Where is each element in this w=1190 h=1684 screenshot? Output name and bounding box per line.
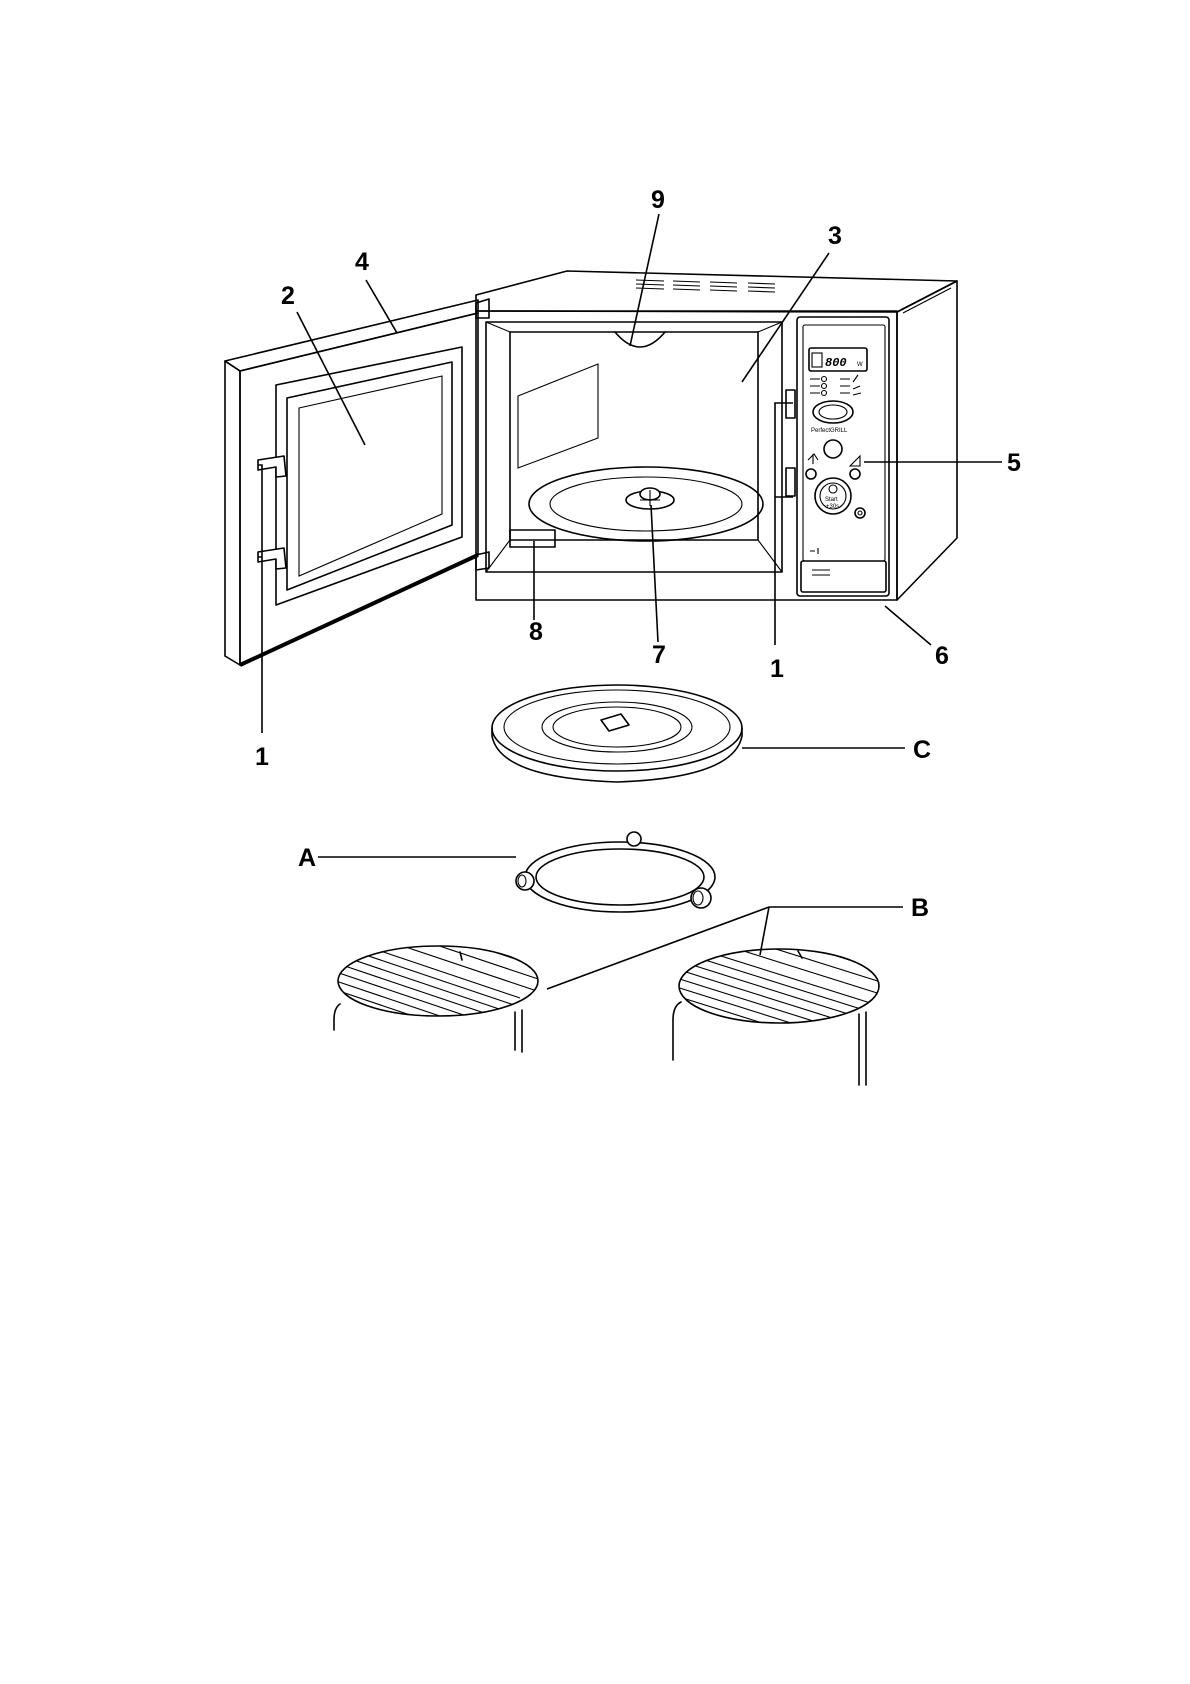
leader-6 — [885, 606, 931, 645]
callout-B: B — [911, 894, 929, 922]
defrost-icon — [808, 454, 818, 464]
lcd-unit: W — [857, 362, 863, 368]
callout-4: 4 — [355, 248, 369, 276]
stop-button[interactable] — [855, 508, 865, 518]
callout-7: 7 — [652, 641, 666, 669]
oven-lamp — [615, 332, 665, 347]
callout-C: C — [913, 736, 931, 764]
grill-rack-right — [670, 913, 910, 1085]
callout-8: 8 — [529, 618, 543, 646]
oven-cavity — [486, 322, 782, 572]
leader-1-left — [258, 465, 262, 733]
rating-plate — [510, 530, 555, 547]
glass-turntable — [492, 685, 742, 782]
leader-9 — [630, 214, 659, 346]
door-release-button[interactable] — [801, 561, 886, 592]
callout-A: A — [298, 844, 316, 872]
child-lock-icon — [810, 548, 818, 554]
door-window — [287, 362, 452, 590]
callout-9: 9 — [651, 186, 665, 214]
defrost-button[interactable] — [806, 469, 816, 479]
brand-text: PerfectGRILL — [811, 428, 848, 434]
leader-4 — [366, 280, 397, 333]
weight-button[interactable] — [850, 469, 860, 479]
roller-ring — [516, 832, 715, 912]
leader-7 — [651, 505, 658, 642]
lcd-value: 800 — [825, 356, 847, 370]
microwave-door — [225, 300, 478, 665]
leader-lines — [258, 214, 1002, 989]
top-vents — [636, 280, 775, 292]
start-label: Start — [825, 497, 838, 503]
start-sublabel: +30s — [826, 504, 839, 510]
start-icon — [829, 485, 837, 493]
callout-3: 3 — [828, 222, 842, 250]
callout-5: 5 — [1007, 449, 1021, 477]
callout-1-left: 1 — [255, 743, 269, 771]
mode-icons — [810, 375, 861, 396]
leader-1-right — [775, 403, 793, 645]
control-panel: 800 W PerfectGRILL — [797, 317, 889, 596]
door-lock-openings-body — [786, 390, 795, 496]
weight-icon — [850, 456, 860, 466]
microwave-body: 800 W PerfectGRILL — [476, 271, 957, 600]
callout-6: 6 — [935, 642, 949, 670]
power-button[interactable] — [824, 440, 842, 458]
callout-2: 2 — [281, 282, 295, 310]
turntable-coupler — [529, 467, 763, 541]
leader-B — [547, 907, 903, 989]
grill-rack-left — [330, 907, 560, 1054]
callout-1-right: 1 — [770, 655, 784, 683]
